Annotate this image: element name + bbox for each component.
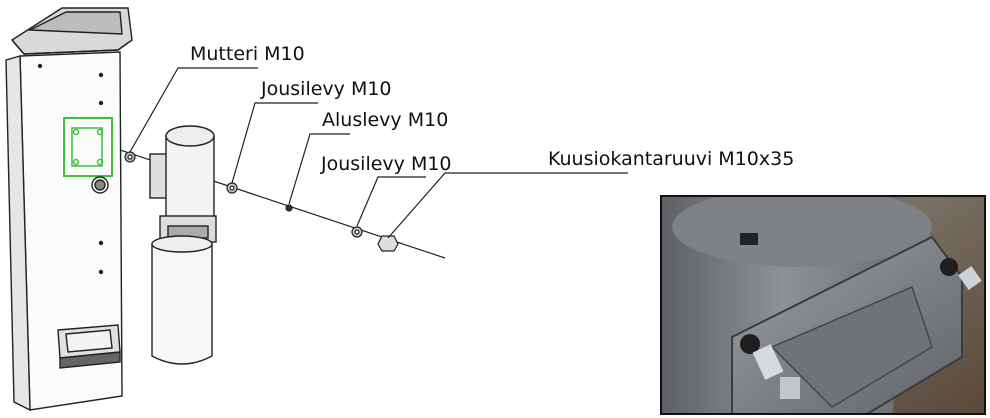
charging-column [5, 7, 133, 412]
installation-photo-image [662, 197, 984, 413]
callout-aluslevy: Aluslevy M10 [322, 109, 449, 131]
leader-lines [129, 67, 628, 239]
callout-jousilevy-2: Jousilevy M10 [321, 153, 452, 175]
hydraulic-unit [149, 125, 217, 365]
hex-bolt [377, 235, 399, 252]
plain-washer [285, 204, 293, 212]
callout-mutteri: Mutteri M10 [190, 43, 305, 65]
callout-jousilevy-1: Jousilevy M10 [261, 78, 392, 100]
fastener-parts [124, 151, 399, 252]
mounting-bracket-highlight [63, 117, 113, 177]
callout-kuusiokantaruuvi: Kuusiokantaruuvi M10x35 [548, 148, 795, 170]
installation-photo [660, 195, 986, 415]
